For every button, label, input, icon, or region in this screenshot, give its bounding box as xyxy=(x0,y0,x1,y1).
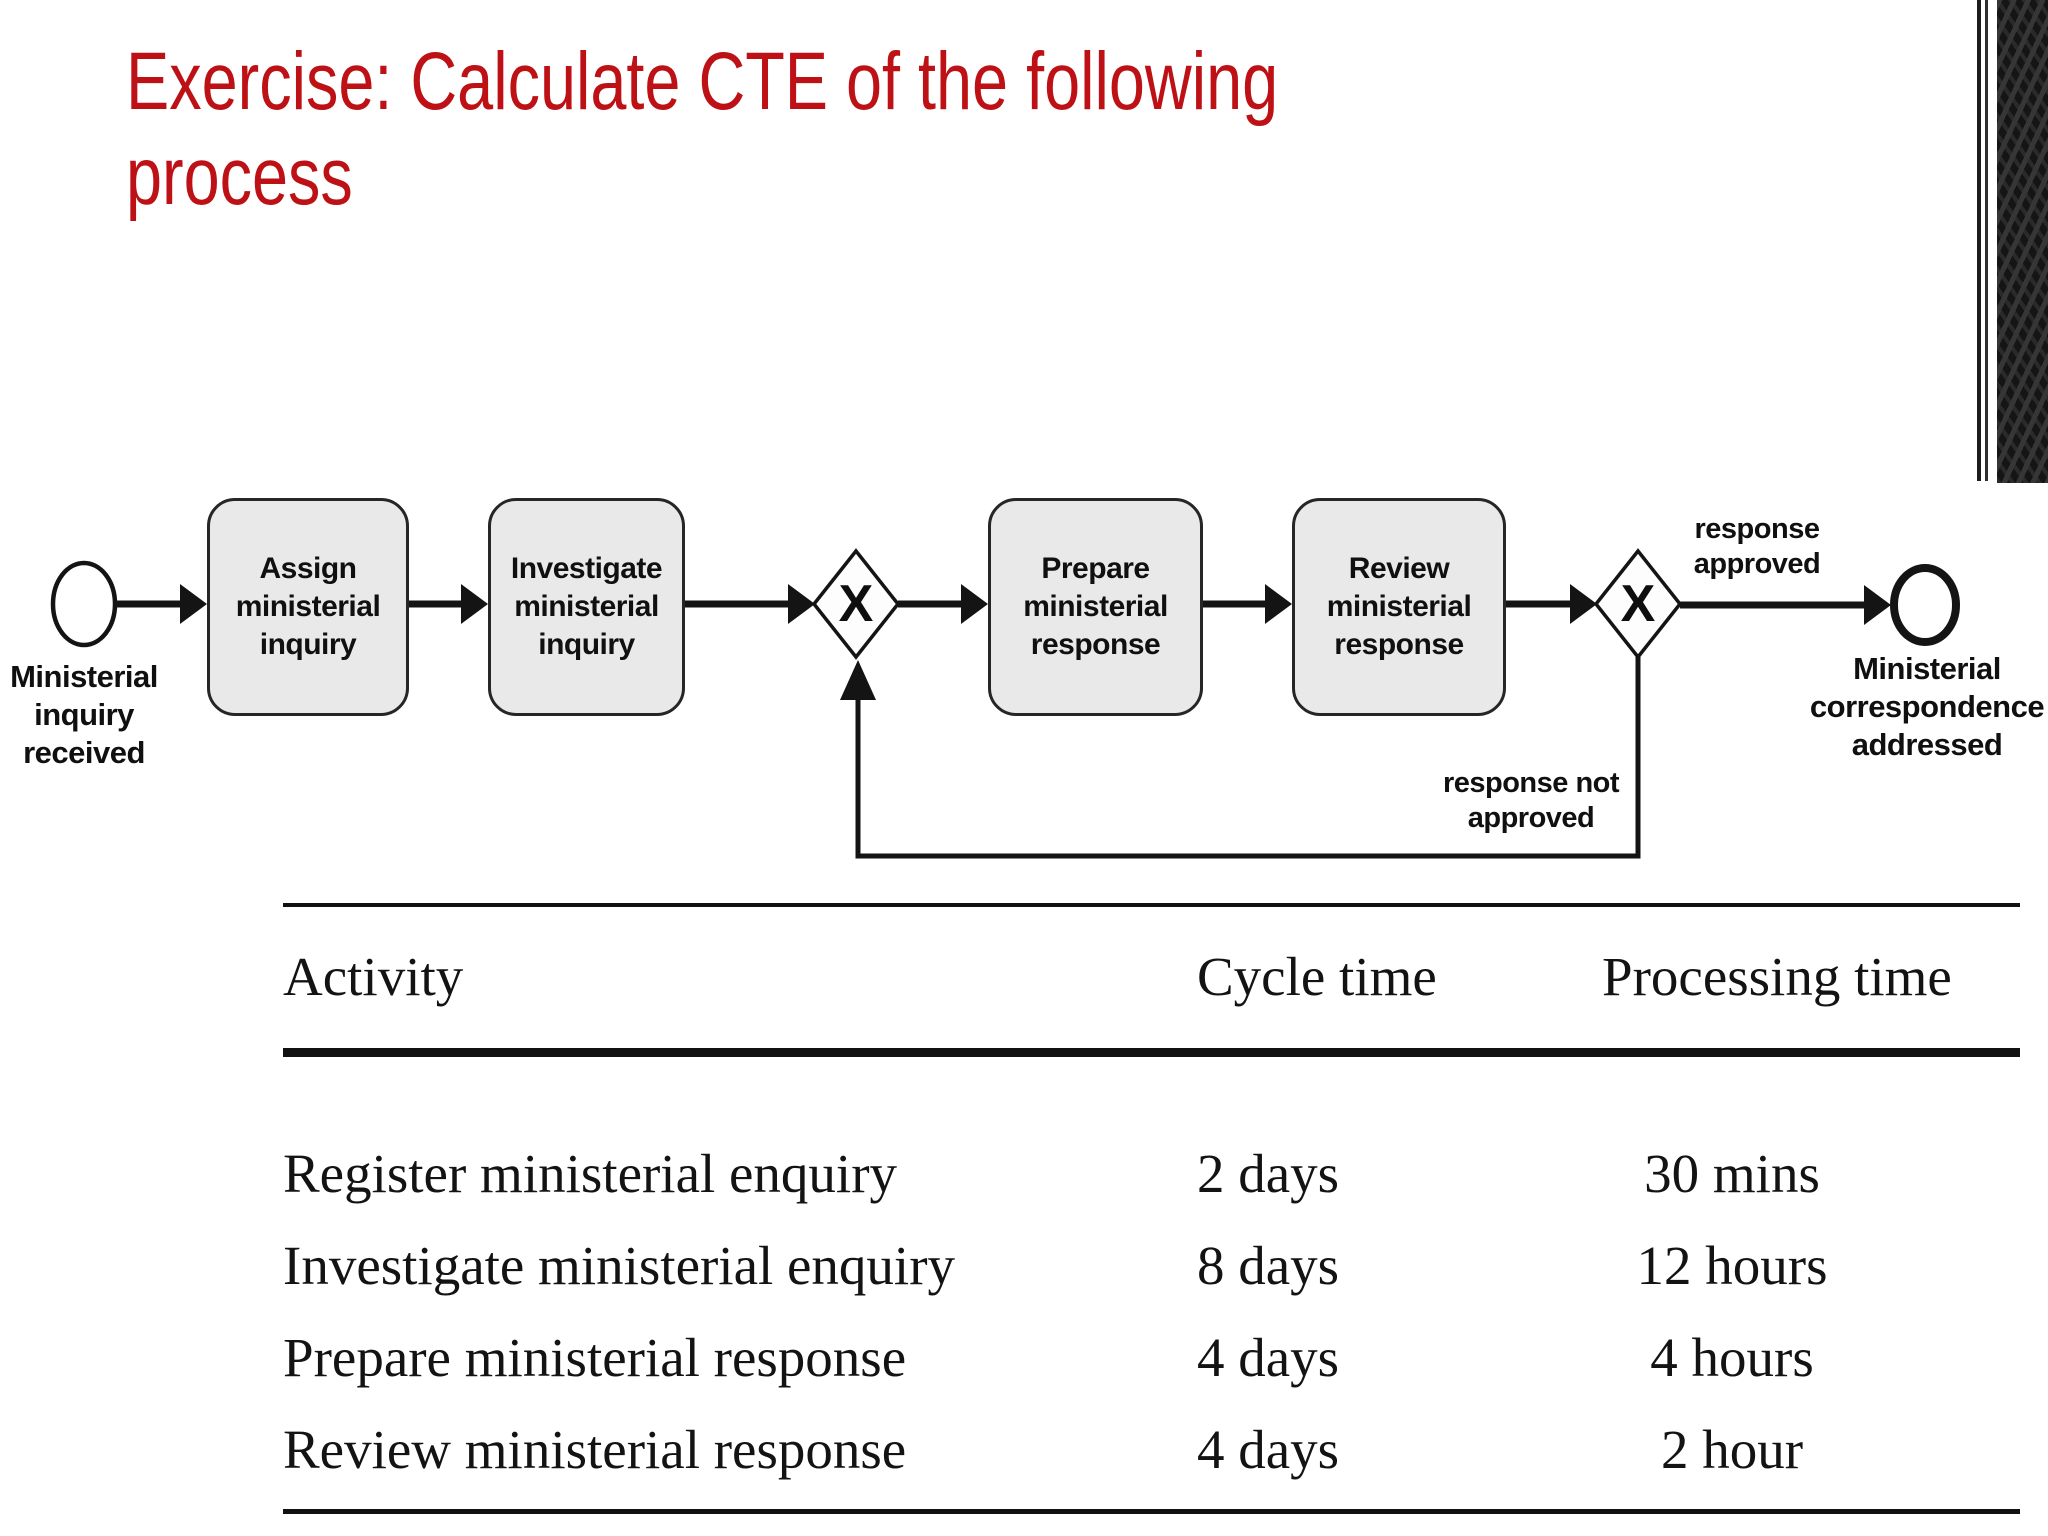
flow-label-response-not-approved: response not approved xyxy=(1442,767,1620,835)
table-row: Review ministerial response 4 days 2 hou… xyxy=(283,1403,2020,1495)
task-investigate-ministerial-inquiry: Investigate ministerial inquiry xyxy=(488,498,685,716)
column-header-activity: Activity xyxy=(283,946,464,1007)
task-label: Prepare ministerial response xyxy=(1023,552,1168,661)
start-event-label: Ministerial inquiry received xyxy=(10,659,158,770)
column-header-processing-time: Processing time xyxy=(1602,946,1952,1007)
processing-time-cell: 12 hours xyxy=(1636,1234,1828,1296)
corner-edge-line-1 xyxy=(1977,0,1981,481)
table-body: Register ministerial enquiry 2 days 30 m… xyxy=(283,1057,2020,1495)
page-title: Exercise: Calculate CTE of the following… xyxy=(126,34,1626,224)
task-assign-ministerial-inquiry: Assign ministerial inquiry xyxy=(207,498,409,716)
table-top-rule xyxy=(283,903,2020,907)
page-title-line-1: Exercise: Calculate CTE of the following xyxy=(126,36,1279,127)
gateway-2-symbol: X xyxy=(1620,575,1656,633)
task-label: Review ministerial response xyxy=(1326,552,1472,661)
activity-table: Activity Cycle time Processing time Regi… xyxy=(283,903,2020,1514)
flow-label-response-approved: response approved xyxy=(1693,513,1821,581)
corner-texture-strip xyxy=(1997,0,2048,483)
processing-time-cell: 30 mins xyxy=(1644,1142,1820,1204)
start-event-circle xyxy=(50,560,118,648)
cycle-time-cell: 4 days xyxy=(1197,1326,1340,1388)
page-title-line-2: process xyxy=(126,131,353,223)
table-header-row: Activity Cycle time Processing time xyxy=(283,907,2020,1048)
loopback-arrowhead xyxy=(840,660,876,700)
table-header-rule xyxy=(283,1048,2020,1057)
cycle-time-cell: 8 days xyxy=(1197,1234,1340,1296)
gateway-1-symbol: X xyxy=(838,575,874,633)
table-row: Prepare ministerial response 4 days 4 ho… xyxy=(283,1311,2020,1403)
cycle-time-cell: 4 days xyxy=(1197,1418,1340,1480)
table-bottom-rule xyxy=(283,1509,2020,1514)
end-event-circle xyxy=(1890,564,1960,646)
activity-cell: Prepare ministerial response xyxy=(283,1326,907,1388)
table-row: Investigate ministerial enquiry 8 days 1… xyxy=(283,1219,2020,1311)
activity-cell: Investigate ministerial enquiry xyxy=(283,1234,956,1296)
task-review-ministerial-response: Review ministerial response xyxy=(1292,498,1506,716)
task-label: Investigate ministerial inquiry xyxy=(510,552,663,661)
processing-time-cell: 2 hour xyxy=(1660,1418,1804,1480)
column-header-cycle-time: Cycle time xyxy=(1197,946,1437,1007)
processing-time-cell: 4 hours xyxy=(1650,1326,1814,1388)
activity-cell: Review ministerial response xyxy=(283,1418,907,1480)
task-label: Assign ministerial inquiry xyxy=(235,552,381,661)
activity-cell: Register ministerial enquiry xyxy=(283,1142,898,1204)
end-event-label: Ministerial correspondence addressed xyxy=(1809,651,2045,762)
cycle-time-cell: 2 days xyxy=(1197,1142,1340,1204)
task-prepare-ministerial-response: Prepare ministerial response xyxy=(988,498,1203,716)
table-row: Register ministerial enquiry 2 days 30 m… xyxy=(283,1127,2020,1219)
corner-edge-line-2 xyxy=(1985,0,1988,481)
